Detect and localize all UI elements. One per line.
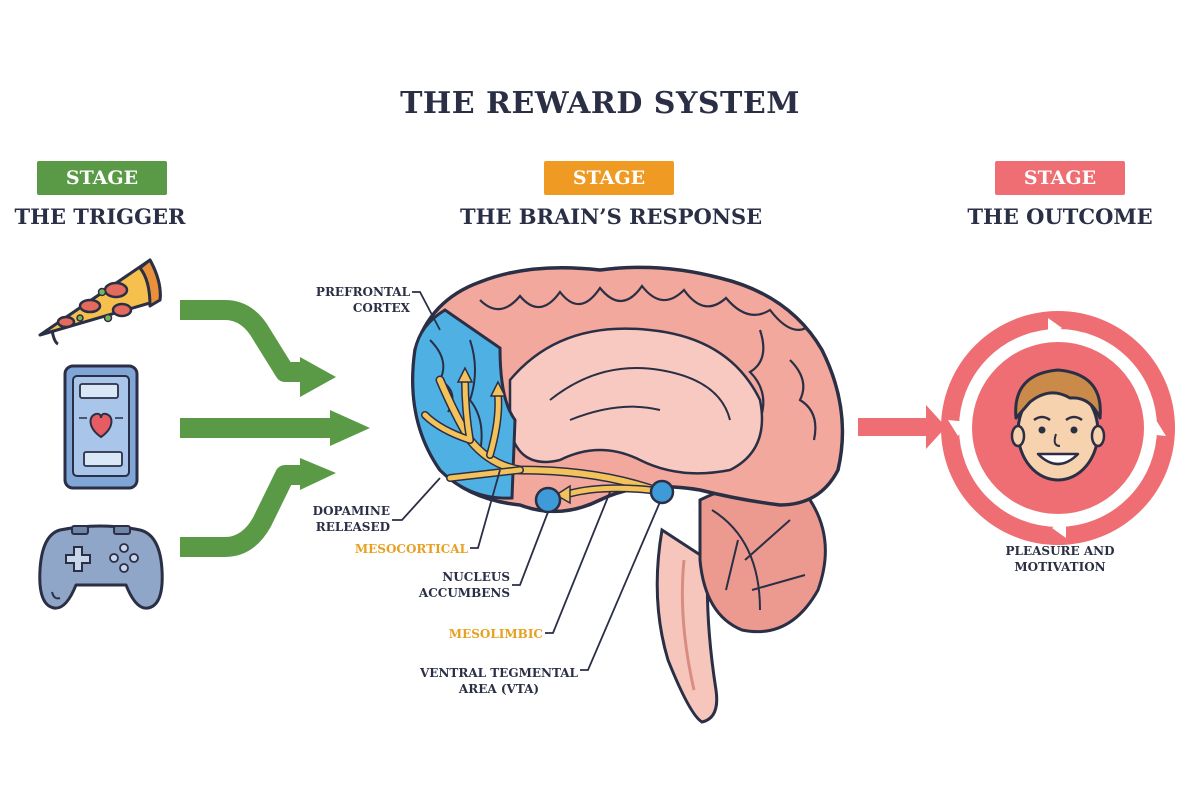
- label-vta: VENTRAL TEGMENTAL AREA (VTA): [420, 666, 578, 696]
- stage-1-heading: THE TRIGGER: [14, 204, 186, 229]
- smartphone-heart-icon: [63, 364, 139, 490]
- label-mesocortical: MESOCORTICAL: [354, 542, 468, 556]
- brain-illustration: [411, 265, 845, 724]
- game-controller-icon: [38, 524, 164, 610]
- label-mesolimbic: MESOLIMBIC: [448, 627, 543, 641]
- pizza-slice-icon: [38, 258, 162, 346]
- stage-3-badge: STAGE 3: [995, 161, 1125, 223]
- outcome-arrow: [858, 405, 946, 449]
- page-title: THE REWARD SYSTEM: [400, 86, 800, 121]
- trigger-arrows: [180, 300, 370, 557]
- stage-1-badge: STAGE 1: [37, 161, 167, 223]
- label-leader-lines: [392, 291, 661, 671]
- stage-2-badge: STAGE 2: [544, 161, 674, 223]
- stage-3-heading: THE OUTCOME: [967, 204, 1153, 229]
- label-nucleus-accumbens: NUCLEUS ACCUMBENS: [418, 570, 510, 600]
- label-dopamine-released: DOPAMINE RELEASED: [312, 504, 390, 534]
- smiling-face-icon: [1010, 368, 1106, 482]
- label-pleasure-motivation: PLEASURE AND MOTIVATION: [1005, 544, 1115, 574]
- stage-2-heading: THE BRAIN’S RESPONSE: [460, 204, 763, 229]
- label-prefrontal-cortex: PREFRONTAL CORTEX: [315, 285, 410, 315]
